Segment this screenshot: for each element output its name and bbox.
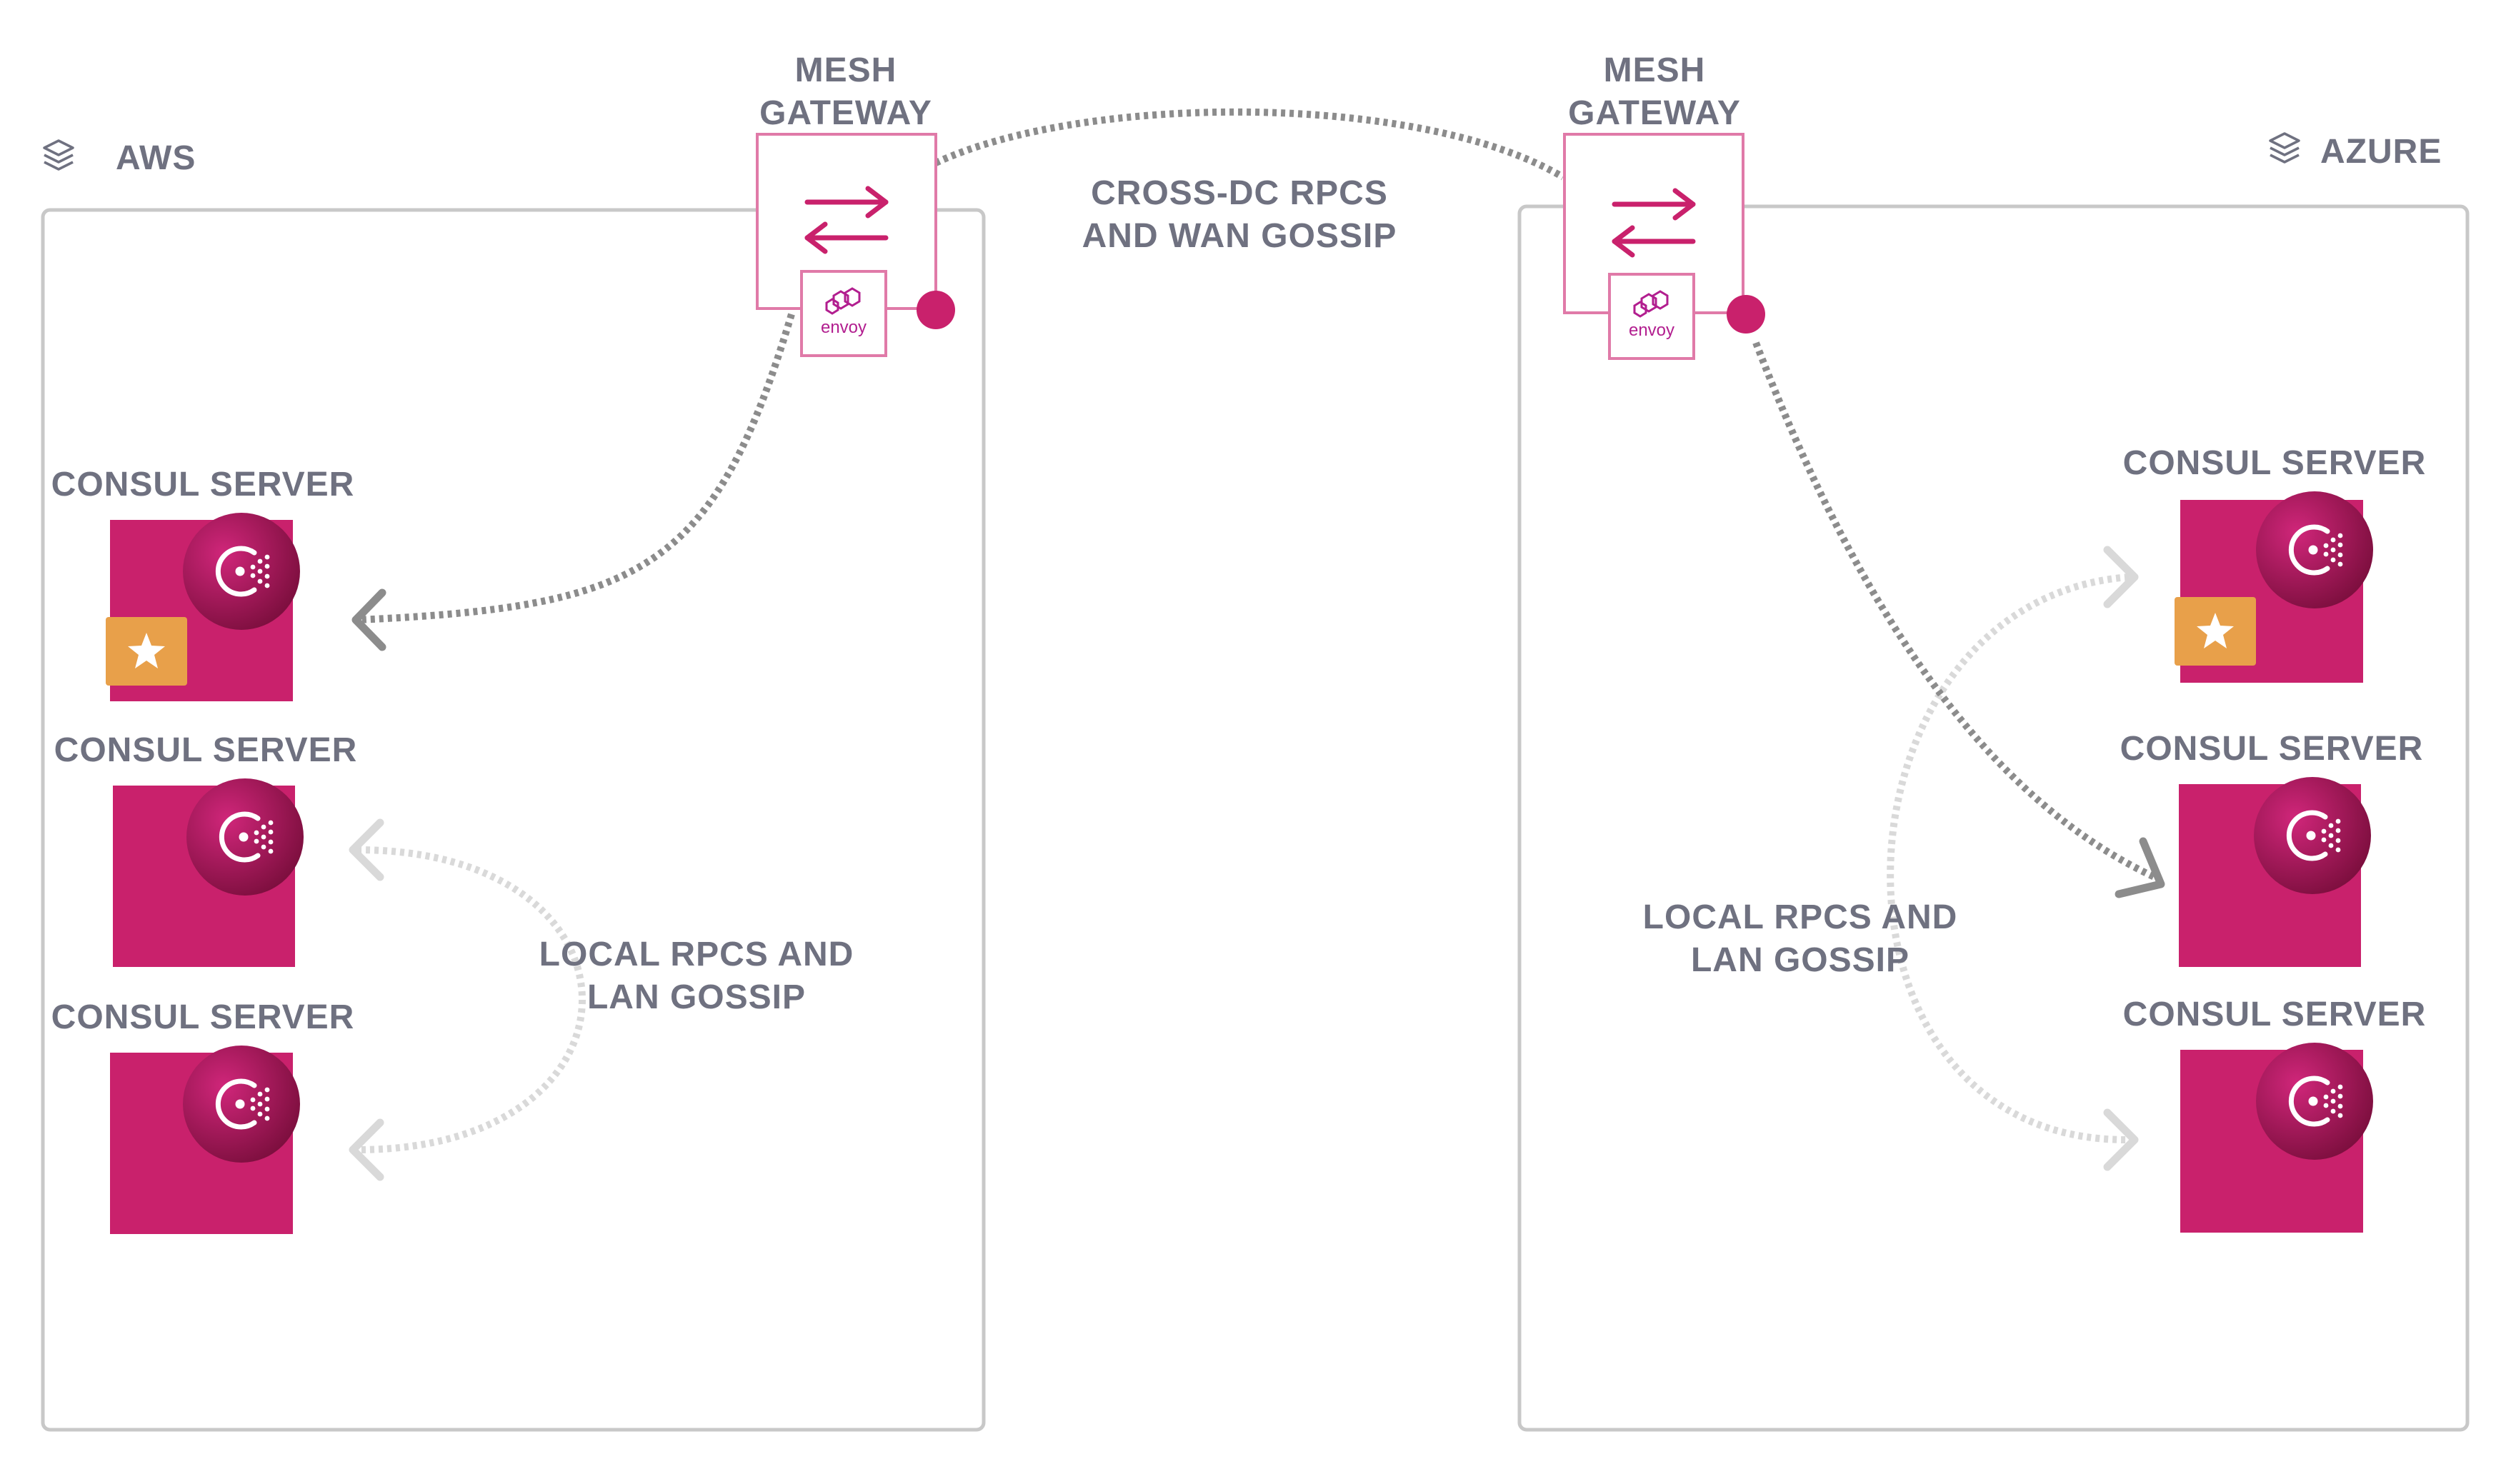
azure-consul-server-1: CONSUL SERVER [2123,444,2427,683]
aws-region-label: AWS [116,139,196,177]
star-icon [2175,597,2256,666]
aws-gateway-port-dot [917,291,955,329]
aws-lan-arrowhead-top [349,818,384,881]
azure-envoy-box [1608,273,1695,360]
consul-logo-icon [2256,491,2373,608]
azure-local-label-line1: LOCAL RPCS AND [1643,898,1958,936]
swap-arrows-icon [804,186,889,254]
server-label: CONSUL SERVER [2120,730,2424,768]
aws-region-box [41,208,986,1432]
consul-logo-icon [183,1046,300,1163]
azure-mesh-gateway: MESH GATEWAY envoy [1563,51,1765,360]
consul-logo-icon [183,513,300,630]
envoy-logo-icon [1633,290,1669,318]
cross-dc-label-line1: CROSS-DC RPCS [1091,174,1388,212]
aws-consul-server-3: CONSUL SERVER [51,998,355,1234]
aws-gateway-to-leader-connection [356,313,795,623]
azure-consul-server-3: CONSUL SERVER [2123,996,2427,1233]
aws-local-label-line1: LOCAL RPCS AND [539,936,854,973]
azure-lan-arrowhead-bottom [2103,1108,2139,1171]
azure-gateway-port-dot [1727,295,1765,334]
aws-lan-connection [356,846,586,1153]
consul-logo-icon [2254,777,2371,894]
aws-gateway-label-line1: MESH [795,51,897,89]
azure-arrowhead [2115,837,2165,898]
swap-arrows-icon [1612,188,1696,258]
azure-gateway-to-server-connection [1752,341,2160,882]
aws-envoy-box [800,270,887,357]
aws-local-label-line2: LAN GOSSIP [587,978,806,1016]
layers-icon [43,139,74,171]
azure-gateway-label-line2: GATEWAY [1568,94,1741,132]
azure-lan-arrowhead-top [2103,546,2139,608]
aws-consul-server-2: CONSUL SERVER [54,731,358,967]
star-icon [106,617,187,686]
server-label: CONSUL SERVER [51,998,355,1036]
server-label: CONSUL SERVER [54,731,358,769]
consul-logo-icon [186,778,304,896]
aws-arrowhead [351,588,386,651]
aws-consul-server-1: CONSUL SERVER [51,466,355,701]
server-label: CONSUL SERVER [2123,996,2427,1033]
aws-envoy-label: envoy [821,318,867,337]
azure-envoy-label: envoy [1629,321,1674,340]
aws-mesh-gateway: MESH GATEWAY envoy [756,51,955,357]
envoy-logo-icon [825,287,861,315]
cross-dc-connection [934,108,1565,181]
azure-lan-connection [1887,573,2130,1144]
aws-lan-arrowhead-bottom [349,1118,384,1181]
server-label: CONSUL SERVER [2123,444,2427,482]
cross-dc-label-line2: AND WAN GOSSIP [1082,217,1397,255]
azure-gateway-label-line1: MESH [1604,51,1706,89]
consul-logo-icon [2256,1043,2373,1160]
layers-icon [2269,132,2300,164]
server-label: CONSUL SERVER [51,466,355,503]
azure-consul-server-2: CONSUL SERVER [2120,730,2424,967]
aws-gateway-label-line2: GATEWAY [759,94,932,132]
azure-local-label-line2: LAN GOSSIP [1691,941,1910,979]
azure-region-box [1517,204,2470,1432]
azure-region-label: AZURE [2320,133,2442,171]
